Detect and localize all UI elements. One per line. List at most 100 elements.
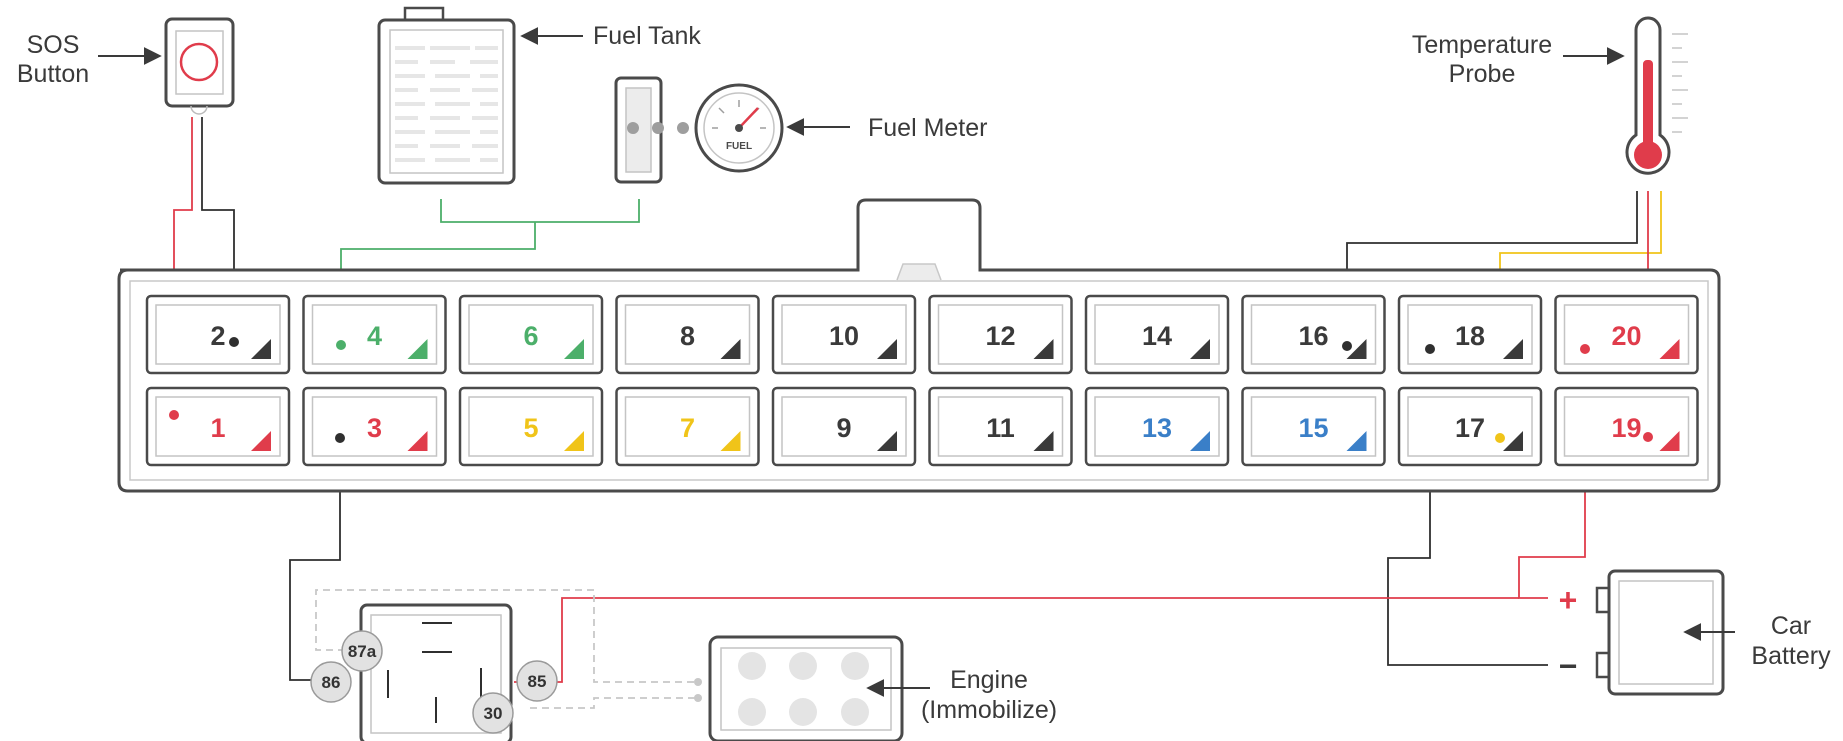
connector-pin-number: 18 <box>1455 321 1485 351</box>
fuel-meter-label: Fuel Meter <box>868 114 987 142</box>
pin-corner-icon <box>1033 431 1054 451</box>
pin-corner-icon <box>251 339 271 359</box>
connector-pin-number: 15 <box>1298 413 1328 443</box>
connector-pin-number: 12 <box>985 321 1015 351</box>
connector-pin-number: 7 <box>680 413 695 443</box>
connector-pin-8: 8 <box>615 294 760 375</box>
dot-pin-1 <box>169 410 179 420</box>
connector-pin-11: 11 <box>928 386 1073 467</box>
pin-corner-icon <box>877 339 897 359</box>
engine-icon <box>694 635 904 741</box>
relay-pin-87a: 87a <box>341 630 383 672</box>
connector-pin-number: 2 <box>210 321 225 351</box>
connector-pin-number: 11 <box>986 413 1015 443</box>
pin-corner-icon <box>564 431 584 451</box>
fuel-sender <box>614 76 689 184</box>
sos-button[interactable] <box>164 17 235 115</box>
pin-corner-icon <box>720 339 741 359</box>
fuel-gauge-icon: FUEL <box>694 83 784 173</box>
relay-pin-30: 30 <box>472 692 514 734</box>
connector-pin-19: 19 <box>1554 386 1699 467</box>
connector-pin-number: 10 <box>829 321 859 351</box>
connector-pin-3: 3 <box>302 386 447 467</box>
connector-pin-number: 20 <box>1611 321 1641 351</box>
pin-corner-icon <box>1190 339 1210 359</box>
connector-pin-number: 14 <box>1142 321 1172 351</box>
dot-pin-2 <box>229 337 239 347</box>
connector-pin-number: 16 <box>1298 321 1328 351</box>
pin-corner-icon <box>407 339 428 359</box>
connector-pin-number: 17 <box>1455 413 1485 443</box>
connector-pin-14: 14 <box>1084 294 1230 375</box>
dot-pin-4 <box>336 340 346 350</box>
dot-pin-20 <box>1580 344 1590 354</box>
connector-pin-9: 9 <box>771 386 917 467</box>
connector-pin-number: 3 <box>367 413 382 443</box>
connector-top-row: 2 4 6 8 10 12 14 16 18 20 <box>145 294 1699 375</box>
dot-pin-18 <box>1425 344 1435 354</box>
pin-corner-icon <box>1659 339 1680 359</box>
connector-pin-10: 10 <box>771 294 917 375</box>
pin-corner-icon <box>1033 339 1054 359</box>
pin-corner-icon <box>1503 339 1523 359</box>
fuel-gauge-text: FUEL <box>726 141 752 152</box>
connector-pin-17: 17 <box>1397 386 1543 467</box>
connector-pin-number: 5 <box>523 413 538 443</box>
engine-label-line2: (Immobilize) <box>921 696 1057 724</box>
connector-pin-number: 19 <box>1611 413 1641 443</box>
battery-minus-sign: − <box>1559 648 1578 684</box>
pin-corner-icon <box>1659 431 1680 451</box>
connector-pin-18: 18 <box>1397 294 1543 375</box>
connector-pin-12: 12 <box>928 294 1073 375</box>
fuel-tank <box>377 6 516 185</box>
connector-pin-number: 1 <box>210 413 225 443</box>
connector-pin-1: 1 <box>145 386 291 467</box>
svg-text:86: 86 <box>322 673 341 692</box>
relay-pin-86: 86 <box>310 661 352 703</box>
pin-corner-icon <box>1503 431 1523 451</box>
connector-pin-20: 20 <box>1554 294 1699 375</box>
battery-label-line1: Car <box>1771 612 1811 640</box>
pin-corner-icon <box>251 431 271 451</box>
battery-icon <box>1595 569 1725 696</box>
connector-pin-number: 9 <box>836 413 851 443</box>
wire-relay-dashed-2 <box>530 697 698 709</box>
relay-pin-85: 85 <box>516 660 558 702</box>
wire-pin3-black <box>289 438 341 681</box>
connector-pin-2: 2 <box>145 294 291 375</box>
battery-plus-sign: + <box>1559 582 1578 618</box>
connector-pin-16: 16 <box>1241 294 1386 375</box>
svg-text:87a: 87a <box>348 642 377 661</box>
pin-corner-icon <box>407 431 428 451</box>
wire-relay-dashed <box>315 589 698 683</box>
connector-pin-13: 13 <box>1084 386 1230 467</box>
connector-pin-number: 4 <box>367 321 382 351</box>
svg-text:85: 85 <box>528 672 547 691</box>
dot-pin-16 <box>1342 341 1352 351</box>
dot-pin-19 <box>1643 432 1653 442</box>
pin-corner-icon <box>1346 339 1367 359</box>
dot-pin-3 <box>335 433 345 443</box>
dot-pin-17 <box>1495 433 1505 443</box>
temperature-label-line1: Temperature <box>1412 31 1552 59</box>
thermometer-icon <box>1625 16 1688 175</box>
svg-text:30: 30 <box>484 704 503 723</box>
engine-label-line1: Engine <box>950 666 1028 694</box>
connector-pin-15: 15 <box>1241 386 1386 467</box>
pin-corner-icon <box>1346 431 1367 451</box>
sos-label-line1: SOS <box>27 31 80 59</box>
connector-pin-number: 13 <box>1142 413 1172 443</box>
connector-pin-7: 7 <box>615 386 760 467</box>
sos-label-line2: Button <box>17 60 89 88</box>
battery-label-line2: Battery <box>1751 642 1831 670</box>
pin-corner-icon <box>877 431 897 451</box>
connector-pin-6: 6 <box>458 294 604 375</box>
connector-pin-4: 4 <box>302 294 447 375</box>
connector-pin-number: 6 <box>523 321 538 351</box>
fuel-tank-label: Fuel Tank <box>593 22 701 50</box>
wire-fuel-tank <box>440 199 640 223</box>
pin-corner-icon <box>564 339 584 359</box>
pin-corner-icon <box>720 431 741 451</box>
